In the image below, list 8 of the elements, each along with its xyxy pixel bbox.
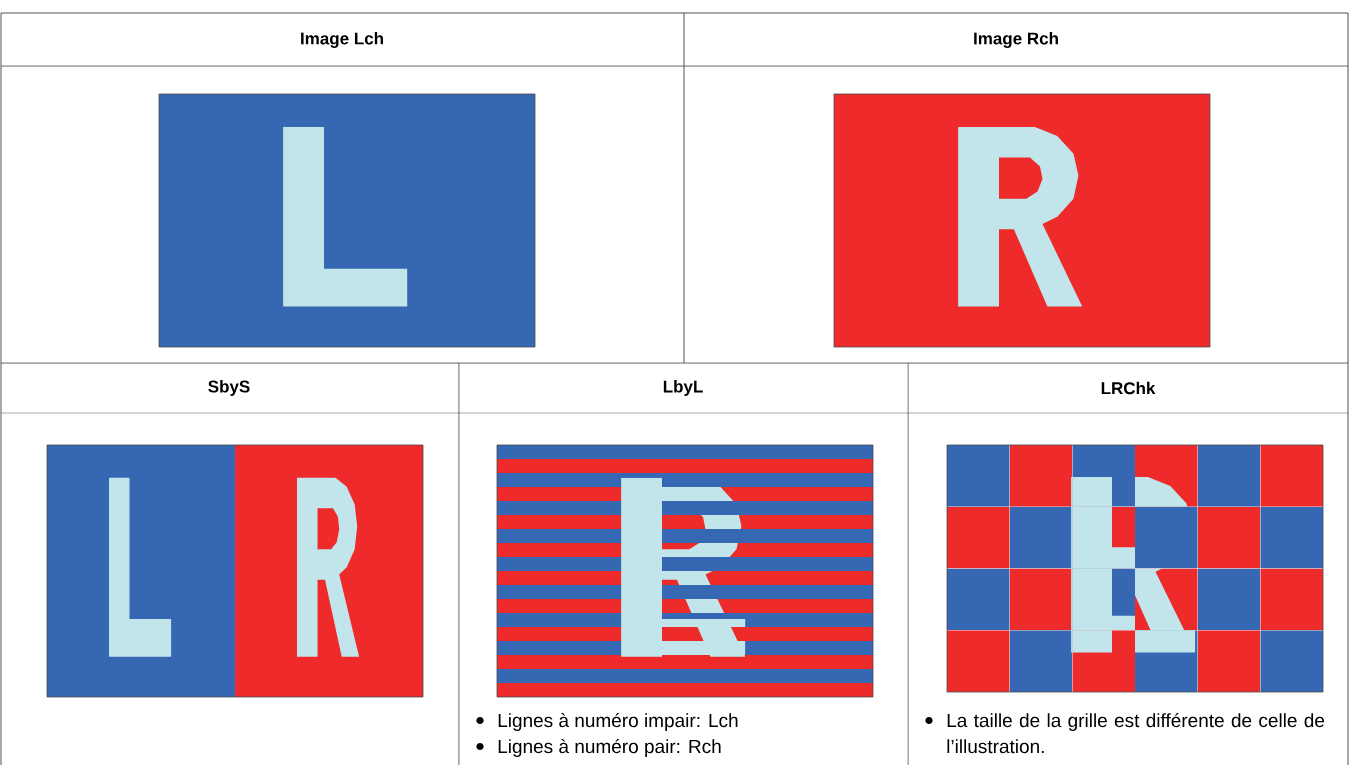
bullet-item: Lignes à numéro pair: Rch xyxy=(476,739,721,757)
column-header: Image Lch xyxy=(301,32,383,48)
column-header: LRChk xyxy=(1101,381,1156,395)
bullet-item: Lignes à numéro impair: Lch xyxy=(476,713,738,731)
column-header: Image Rch xyxy=(974,32,1058,48)
column-header: LbyL xyxy=(663,380,703,396)
bullet-item: La taille de la grille est différente de celle de l’illustration. xyxy=(925,713,1325,754)
column-header: SbyS xyxy=(208,380,250,396)
